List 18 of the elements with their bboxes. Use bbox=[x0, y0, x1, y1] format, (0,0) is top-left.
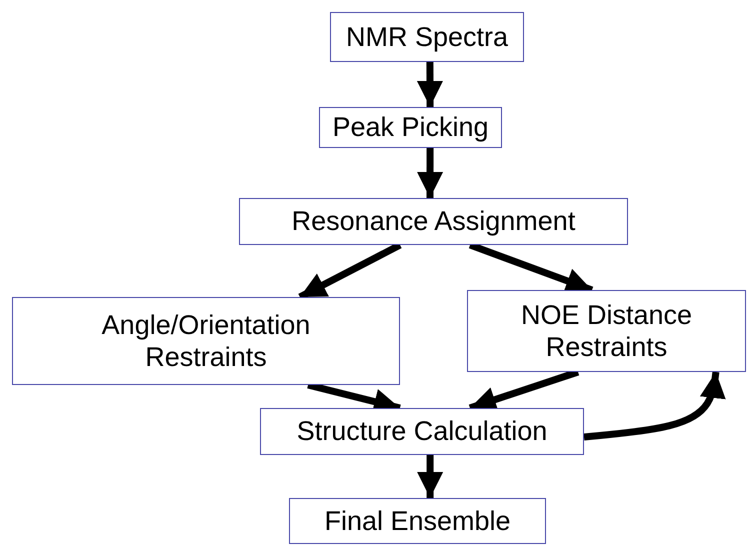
arrow bbox=[584, 372, 726, 440]
step-label: Resonance Assignment bbox=[292, 205, 576, 238]
process-box bbox=[260, 408, 584, 455]
arrow bbox=[416, 62, 443, 108]
step-label: NMR Spectra bbox=[346, 20, 508, 54]
process-box bbox=[467, 290, 746, 372]
process-box bbox=[289, 498, 546, 544]
step-label: NOE Distance Restraints bbox=[520, 298, 694, 364]
step-label: Structure Calculation bbox=[296, 415, 548, 448]
process-box bbox=[319, 107, 502, 148]
step-label: Peak Picking bbox=[332, 111, 489, 144]
arrow bbox=[417, 148, 444, 198]
step-label: Angle/Orientation Restraints bbox=[100, 308, 312, 374]
process-box bbox=[330, 12, 524, 62]
step-label: Final Ensemble bbox=[324, 504, 511, 538]
process-box bbox=[239, 198, 628, 245]
process-box bbox=[12, 297, 400, 385]
arrow bbox=[417, 455, 444, 498]
